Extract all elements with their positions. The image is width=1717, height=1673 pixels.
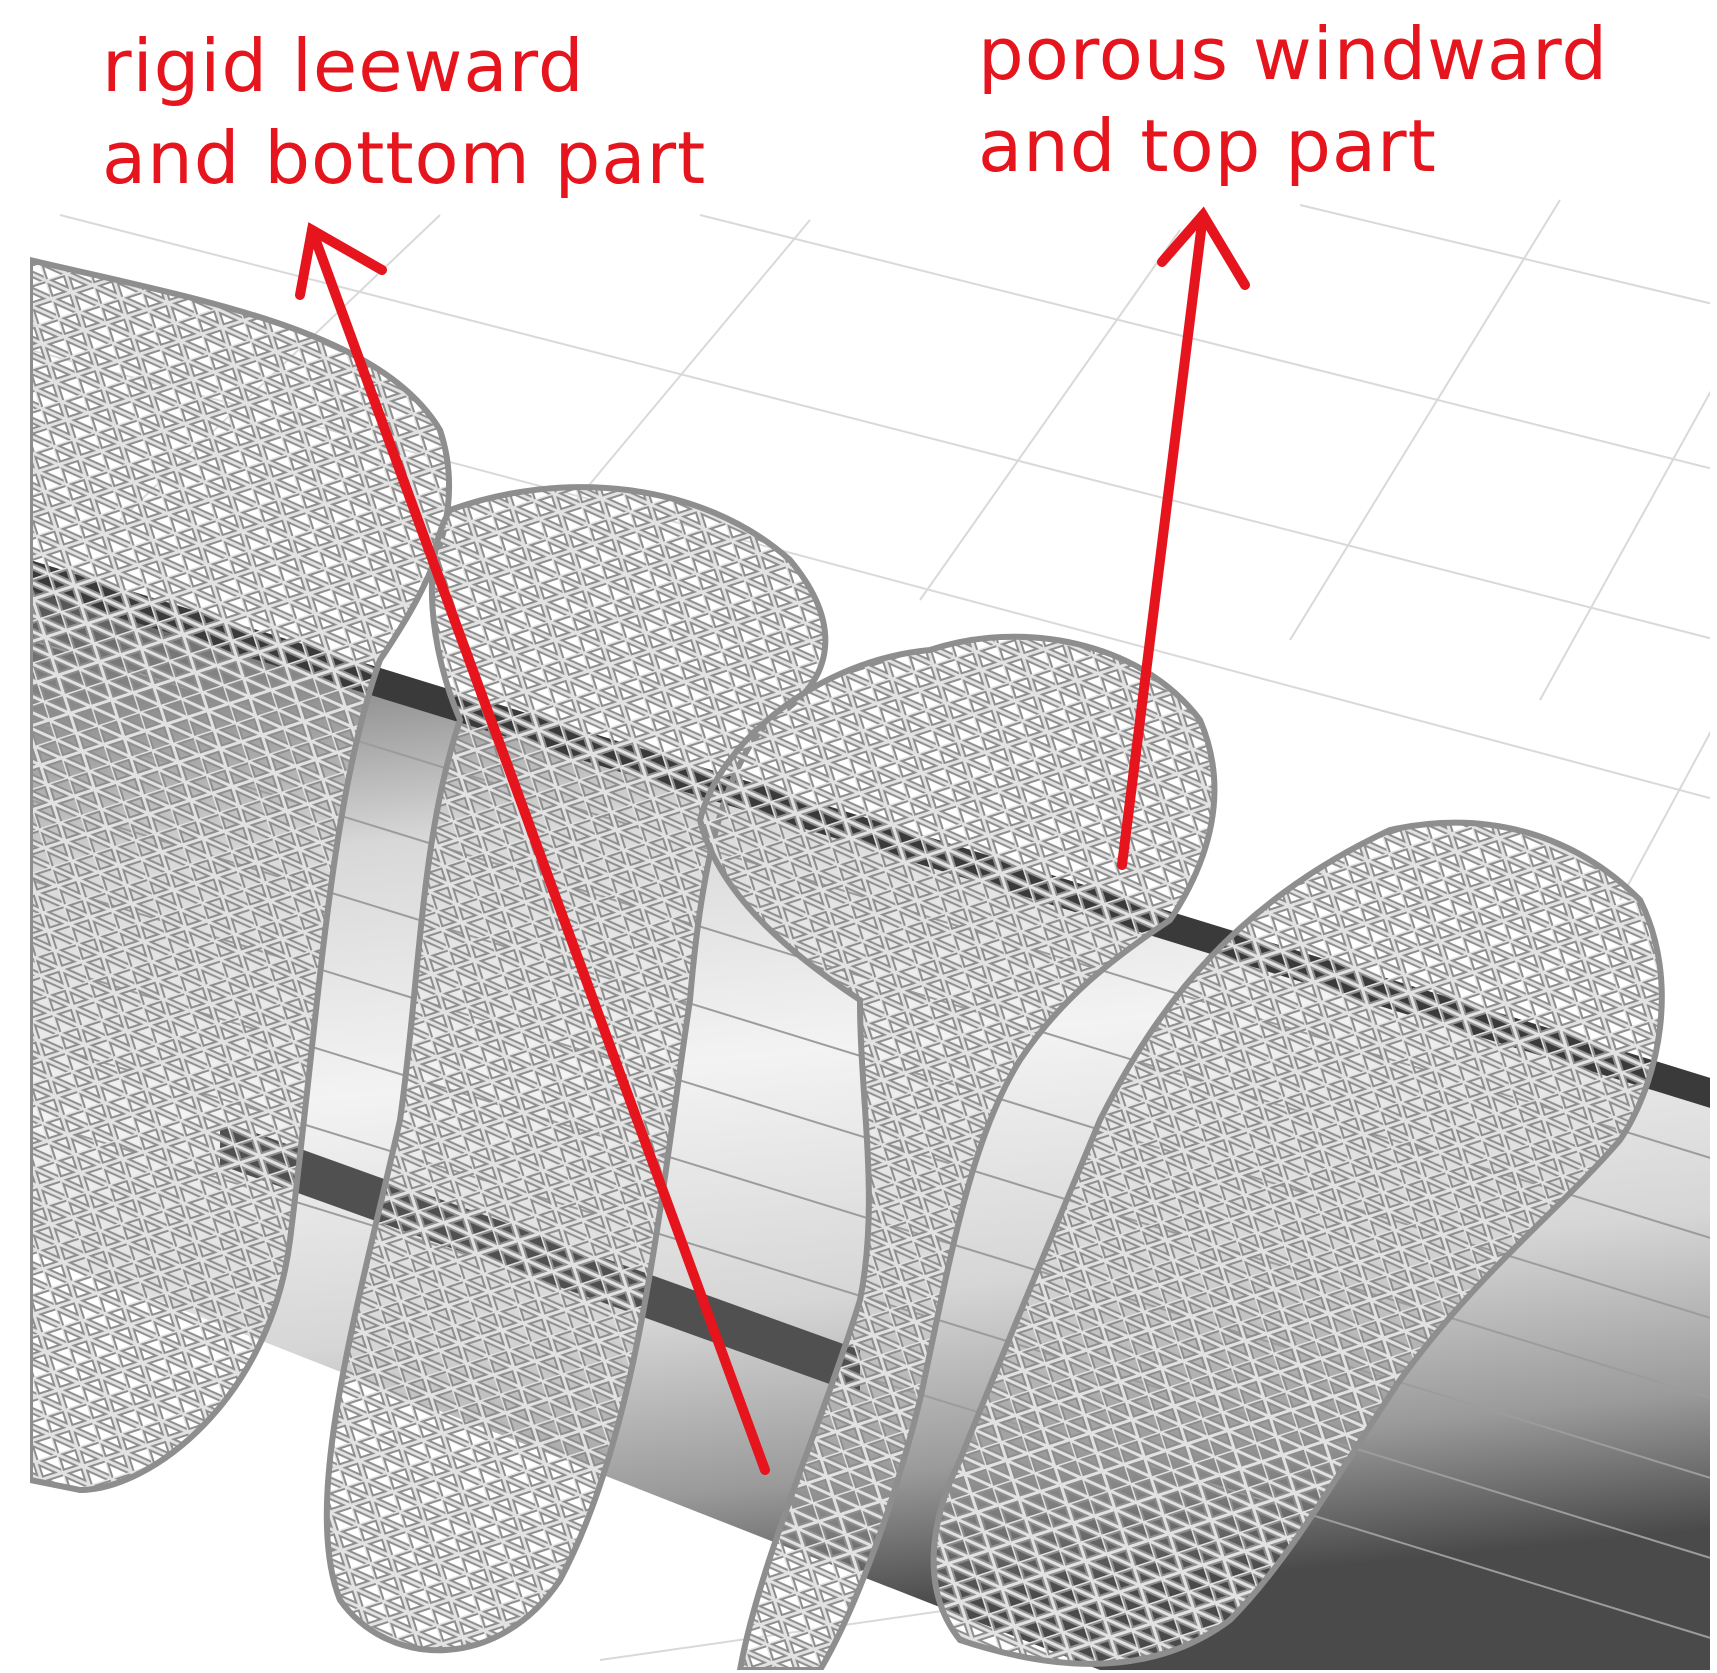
arrow-right xyxy=(1117,206,1250,870)
annotation-right-line2: and top part xyxy=(978,104,1437,188)
lattice-ring-2 xyxy=(323,484,829,1654)
annotation-left-line1: rigid leeward xyxy=(102,24,585,108)
lattice-ring-4 xyxy=(930,819,1665,1667)
arrow-left xyxy=(295,222,770,1475)
lattice-ring-1 xyxy=(30,256,453,1494)
lattice-ring-3 xyxy=(696,633,1218,1670)
annotation-rigid-leeward: rigid leeward and bottom part xyxy=(102,20,706,204)
annotation-porous-windward: porous windward and top part xyxy=(978,8,1608,192)
annotation-left-line2: and bottom part xyxy=(102,116,707,200)
annotation-right-line1: porous windward xyxy=(978,12,1609,96)
